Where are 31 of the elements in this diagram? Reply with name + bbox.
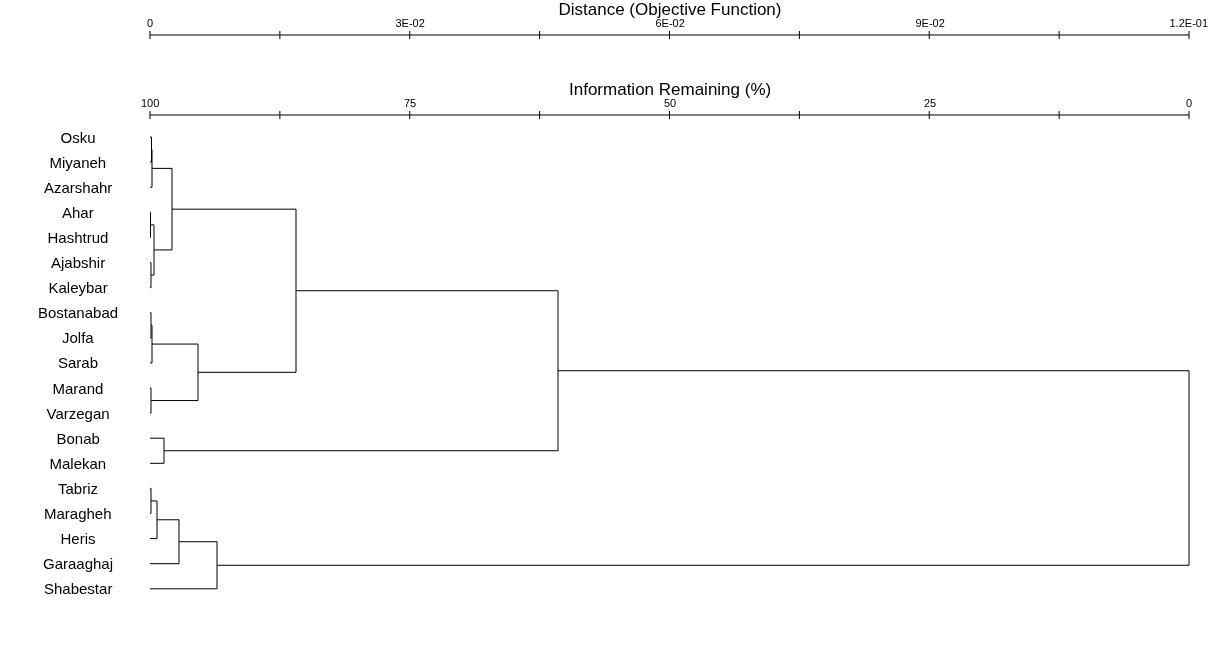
tick-label: 100 — [141, 97, 160, 109]
axis-title: Distance (Objective Function) — [558, 0, 782, 18]
leaf-label: Kaleybar — [48, 280, 108, 296]
leaf-label: Miyaneh — [49, 154, 107, 170]
leaf-label: Ahar — [62, 204, 94, 220]
tick-label: 0 — [1186, 97, 1193, 109]
leaf-label: Malekan — [49, 455, 107, 471]
leaf-label: Hashtrud — [47, 229, 109, 245]
leaf-label: Varzegan — [46, 405, 110, 421]
tick-label: 25 — [924, 97, 937, 109]
tick-label: 50 — [664, 97, 677, 109]
leaf-label: Ajabshir — [51, 255, 106, 270]
axis-title: Information Remaining (%) — [569, 80, 772, 98]
tick-label: 1.2E-01 — [1169, 17, 1209, 29]
leaf-label: Tabriz — [58, 480, 98, 496]
tick-label: 6E-02 — [655, 17, 685, 29]
leaf-label: Marand — [52, 380, 104, 396]
leaf-label: Garaaghaj — [43, 556, 114, 572]
leaf-label: Bonab — [56, 430, 100, 446]
tick-label: 0 — [147, 17, 154, 29]
leaf-label: Osku — [60, 129, 96, 145]
leaf-label: Bostanabad — [38, 305, 119, 321]
leaf-label: Maragheh — [44, 506, 112, 521]
tick-label: 3E-02 — [395, 17, 425, 29]
leaf-label: Heris — [60, 531, 96, 547]
leaf-label: Azarshahr — [44, 179, 113, 195]
leaf-label: Sarab — [58, 355, 99, 371]
tick-label: 9E-02 — [915, 17, 945, 29]
leaf-label: Jolfa — [62, 330, 94, 346]
tick-label: 75 — [404, 97, 417, 109]
leaf-label: Shabestar — [44, 581, 113, 597]
